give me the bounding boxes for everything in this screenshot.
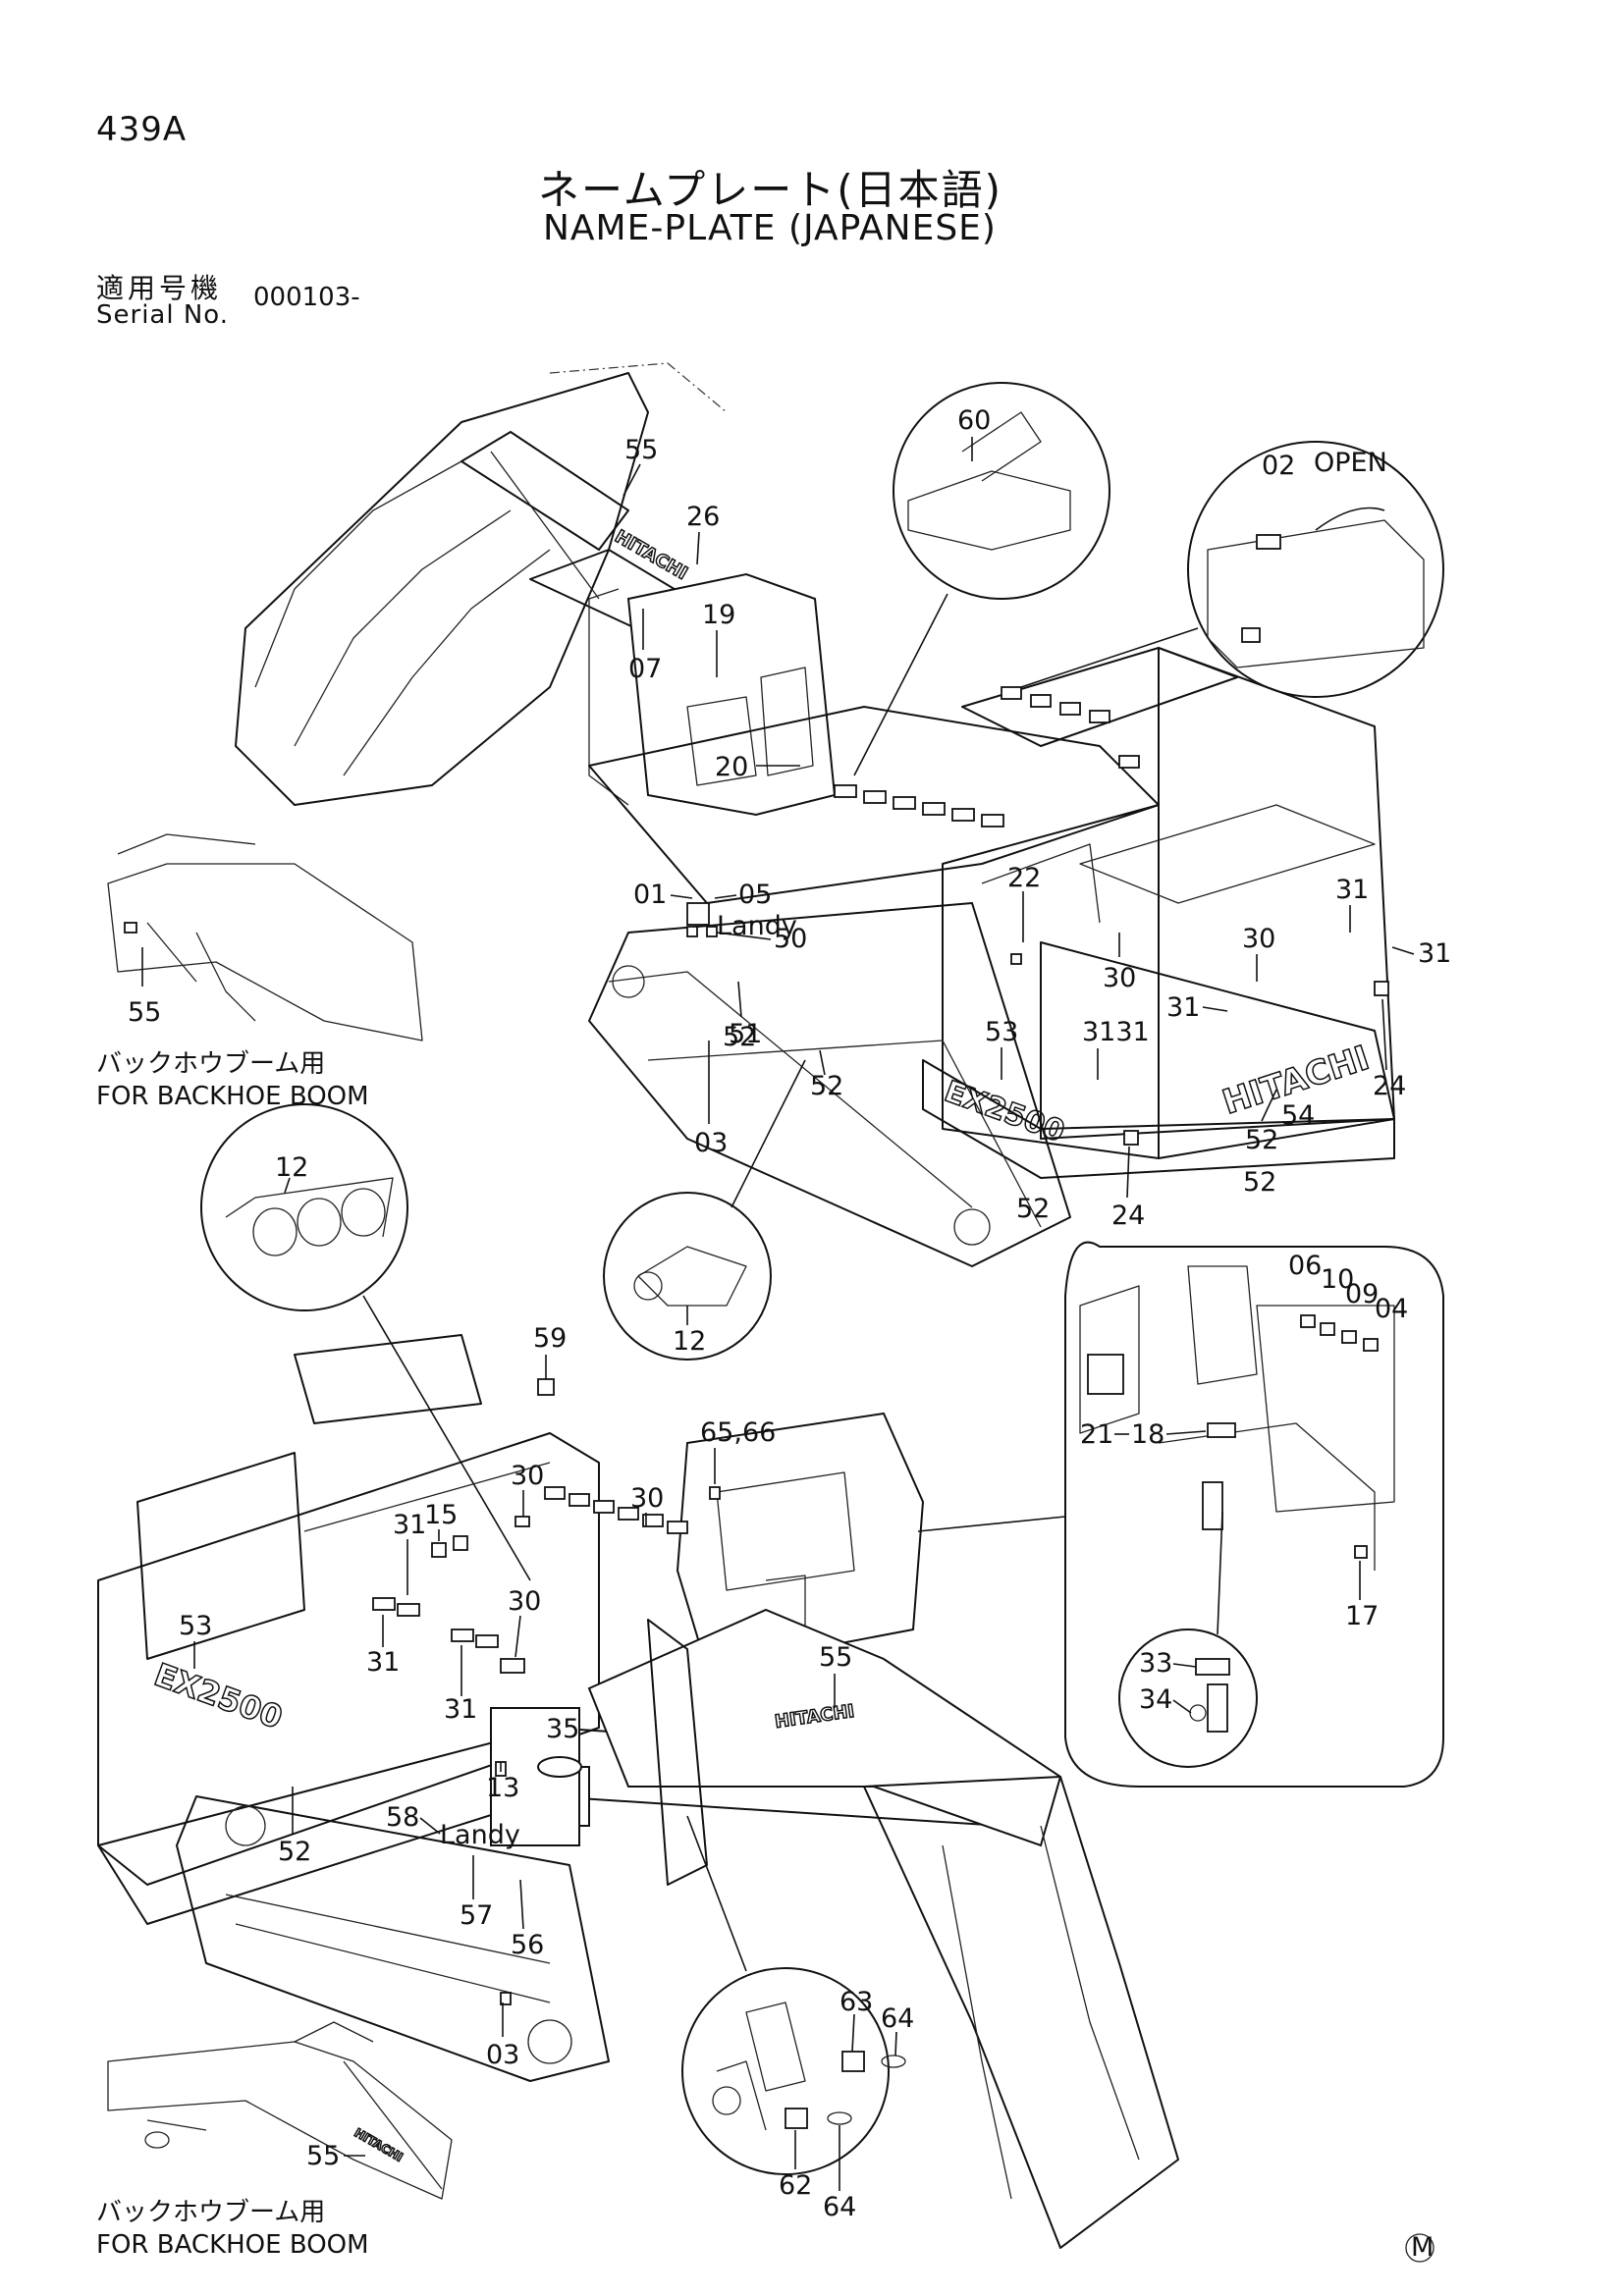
callout-label: 24 bbox=[1111, 1201, 1145, 1231]
callout-label: 03 bbox=[486, 2040, 519, 2070]
callout-label: 51 bbox=[729, 1019, 762, 1049]
callout-label: 53 bbox=[179, 1611, 212, 1641]
callout-label: 05 bbox=[738, 880, 772, 910]
callouts-top: 55 26 07 19 20 22 31 31 30 30 31 3131 53… bbox=[623, 435, 1451, 1231]
callouts-bottom: 59 65,66 30 30 31 15 30 31 31 53 13 35 5… bbox=[179, 1323, 852, 2070]
serial-label-japanese: 適用号機 bbox=[96, 272, 223, 304]
callout-label: 52 bbox=[1243, 1167, 1276, 1198]
callout-label: 19 bbox=[702, 600, 735, 630]
landy-text-bottom: Landy bbox=[440, 1820, 520, 1850]
callout-label: 3131 bbox=[1082, 1017, 1150, 1047]
caption-backhoe-jp-top: バックホウブーム用 bbox=[96, 1049, 325, 1079]
callout-label: 58 bbox=[386, 1802, 419, 1833]
footer-mark-letter: M bbox=[1411, 2232, 1434, 2263]
callout-label: 55 bbox=[819, 1642, 852, 1673]
callout-label: 52 bbox=[1016, 1194, 1050, 1224]
callout-label: 30 bbox=[508, 1586, 541, 1617]
callout-label: 18 bbox=[1131, 1419, 1164, 1450]
top-machine-drawing: HITACHI EX2500 HITACHI Landy bbox=[235, 362, 1395, 1267]
page-title-japanese: ネームプレート(日本語) bbox=[538, 166, 1002, 214]
detail-circle-60: 60 bbox=[853, 382, 1110, 776]
callout-label: 64 bbox=[823, 2192, 856, 2222]
callout-label: 55 bbox=[624, 435, 658, 465]
footer-mark: M bbox=[1405, 2232, 1435, 2263]
callout-label: 52 bbox=[810, 1071, 843, 1101]
callout-label: 20 bbox=[715, 752, 748, 782]
callout-label: 24 bbox=[1373, 1071, 1406, 1101]
callout-label: 56 bbox=[511, 1930, 544, 1960]
callout-label: 07 bbox=[628, 654, 662, 684]
callout-label: 34 bbox=[1139, 1684, 1172, 1715]
callout-label: 52 bbox=[1245, 1125, 1278, 1155]
detail-circle-02: 02 OPEN bbox=[1020, 441, 1444, 698]
callout-label: 31 bbox=[393, 1510, 426, 1540]
callout-label: 31 bbox=[444, 1694, 477, 1725]
callout-label: 22 bbox=[1007, 863, 1041, 893]
callout-label: 06 bbox=[1288, 1251, 1322, 1281]
callout-label: 60 bbox=[957, 405, 991, 436]
caption-backhoe-en-top: FOR BACKHOE BOOM bbox=[96, 1082, 369, 1111]
callout-label: 30 bbox=[630, 1483, 664, 1514]
callout-label: 30 bbox=[1242, 924, 1275, 954]
callout-label: 26 bbox=[686, 502, 720, 532]
backhoe-boom-inset-bottom: HITACHI 55 バックホウブーム用 FOR BACKHOE BOOM bbox=[96, 2021, 453, 2260]
page-number: 439A bbox=[96, 110, 188, 149]
deck-plates-row-top bbox=[834, 686, 1140, 828]
callout-label: 17 bbox=[1345, 1601, 1379, 1631]
callout-label: 03 bbox=[694, 1128, 728, 1158]
serial-number-range: 000103- bbox=[253, 283, 360, 312]
callout-label: 57 bbox=[460, 1900, 493, 1931]
callout-label: 15 bbox=[424, 1500, 458, 1530]
callout-label: 52 bbox=[278, 1837, 311, 1867]
callout-label: 02 bbox=[1262, 451, 1295, 481]
callout-label: 12 bbox=[275, 1152, 308, 1183]
callout-label: 52 bbox=[723, 1022, 756, 1052]
callout-open-label: OPEN bbox=[1314, 448, 1387, 478]
callout-label: 33 bbox=[1139, 1648, 1172, 1679]
detail-circle-62-64: 63 64 62 64 bbox=[681, 1815, 914, 2222]
page-title-english: NAME-PLATE (JAPANESE) bbox=[543, 208, 997, 248]
callout-label: 31 bbox=[1335, 875, 1369, 905]
callout-label: 13 bbox=[486, 1773, 519, 1803]
caption-backhoe-en-bottom: FOR BACKHOE BOOM bbox=[96, 2230, 369, 2260]
model-text-bottom: EX2500 bbox=[149, 1656, 287, 1736]
callout-label: 62 bbox=[779, 2170, 812, 2201]
callout-label: 30 bbox=[1103, 963, 1136, 993]
bottom-machine-drawing: EX2500 HITACHI Landy bbox=[97, 1334, 1179, 2249]
callout-label: 63 bbox=[839, 1987, 873, 2017]
callout-label: 31 bbox=[1166, 992, 1200, 1023]
callout-label: 12 bbox=[673, 1326, 706, 1357]
callout-label: 01 bbox=[633, 880, 667, 910]
callout-label: 09 bbox=[1345, 1279, 1379, 1309]
callout-label: 55 bbox=[306, 2141, 340, 2171]
callout-label: 59 bbox=[533, 1323, 567, 1354]
cab-interior-detail: 06 10 09 04 21 18 17 33 34 bbox=[917, 1241, 1444, 1788]
callout-label: 64 bbox=[881, 2003, 914, 2034]
callout-label: 31 bbox=[366, 1647, 400, 1678]
detail-circle-12-top: 12 bbox=[200, 1103, 531, 1581]
callout-label: 65,66 bbox=[700, 1417, 776, 1448]
callout-label: 31 bbox=[1418, 938, 1451, 969]
callout-label: 53 bbox=[985, 1017, 1018, 1047]
serial-label-english: Serial No. bbox=[96, 300, 229, 330]
callout-label: 10 bbox=[1321, 1264, 1354, 1295]
callout-label: 55 bbox=[128, 997, 161, 1028]
callout-label: 50 bbox=[774, 924, 807, 954]
callout-label: 54 bbox=[1281, 1100, 1315, 1131]
caption-backhoe-jp-bottom: バックホウブーム用 bbox=[96, 2198, 325, 2227]
detail-circle-12-bottom: 12 bbox=[603, 1059, 806, 1361]
callout-label: 30 bbox=[511, 1461, 544, 1491]
landy-text-top: Landy bbox=[717, 911, 797, 941]
backhoe-boom-inset-top: 55 バックホウブーム用 FOR BACKHOE BOOM bbox=[96, 833, 423, 1111]
callout-label: 35 bbox=[546, 1714, 579, 1744]
callout-label: 21 bbox=[1080, 1419, 1113, 1450]
callout-label: 04 bbox=[1375, 1294, 1408, 1324]
